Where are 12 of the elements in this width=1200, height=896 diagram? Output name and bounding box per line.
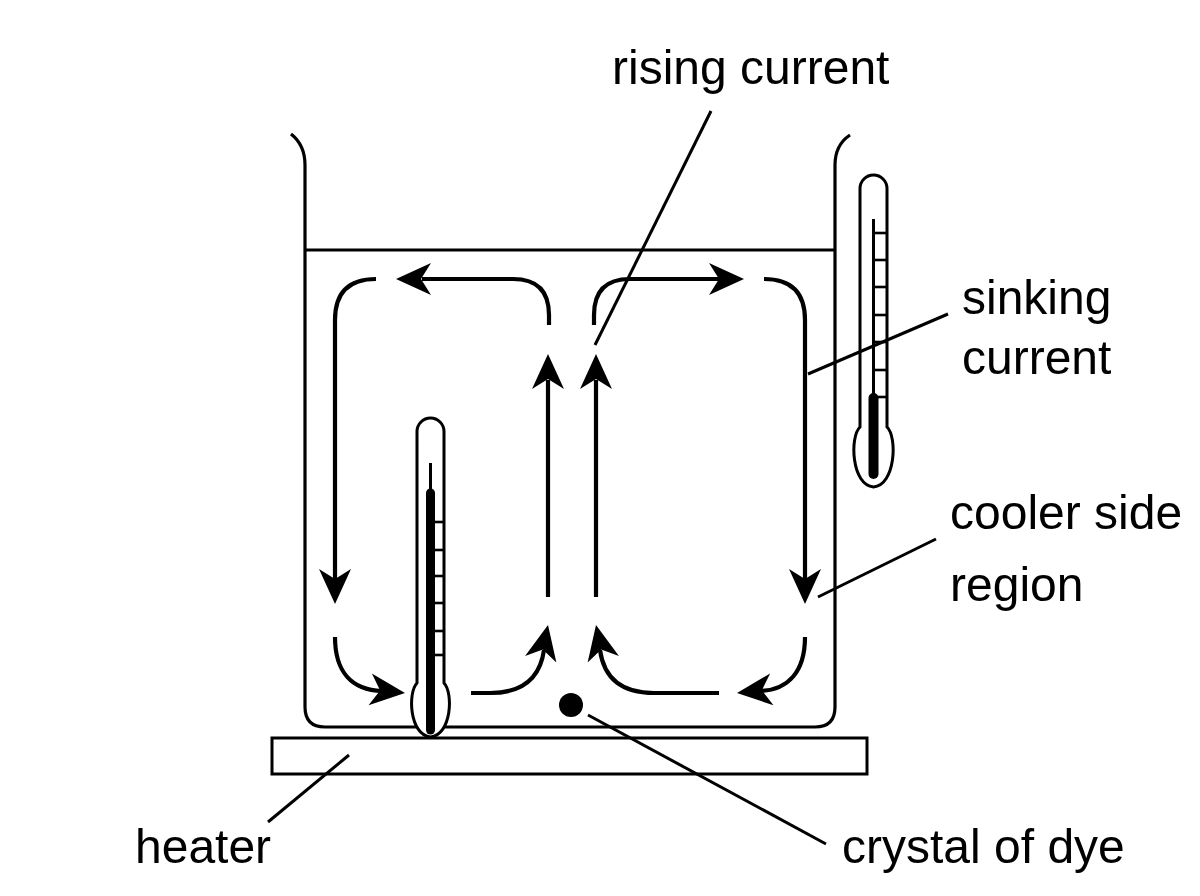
callout-label: cooler side region <box>950 477 1184 621</box>
leader-line <box>807 312 949 376</box>
leader-line <box>267 753 350 824</box>
callout-label: heater <box>135 817 273 877</box>
callout-label: rising current <box>612 38 891 98</box>
leader-line <box>593 110 713 346</box>
leader-line <box>817 537 937 599</box>
callout-label: crystal of dye <box>842 817 1126 877</box>
callout-label: sinking current <box>962 268 1113 388</box>
dye-crystal-dot <box>559 693 583 717</box>
leader-line <box>587 713 827 846</box>
heater-plate <box>270 736 869 776</box>
